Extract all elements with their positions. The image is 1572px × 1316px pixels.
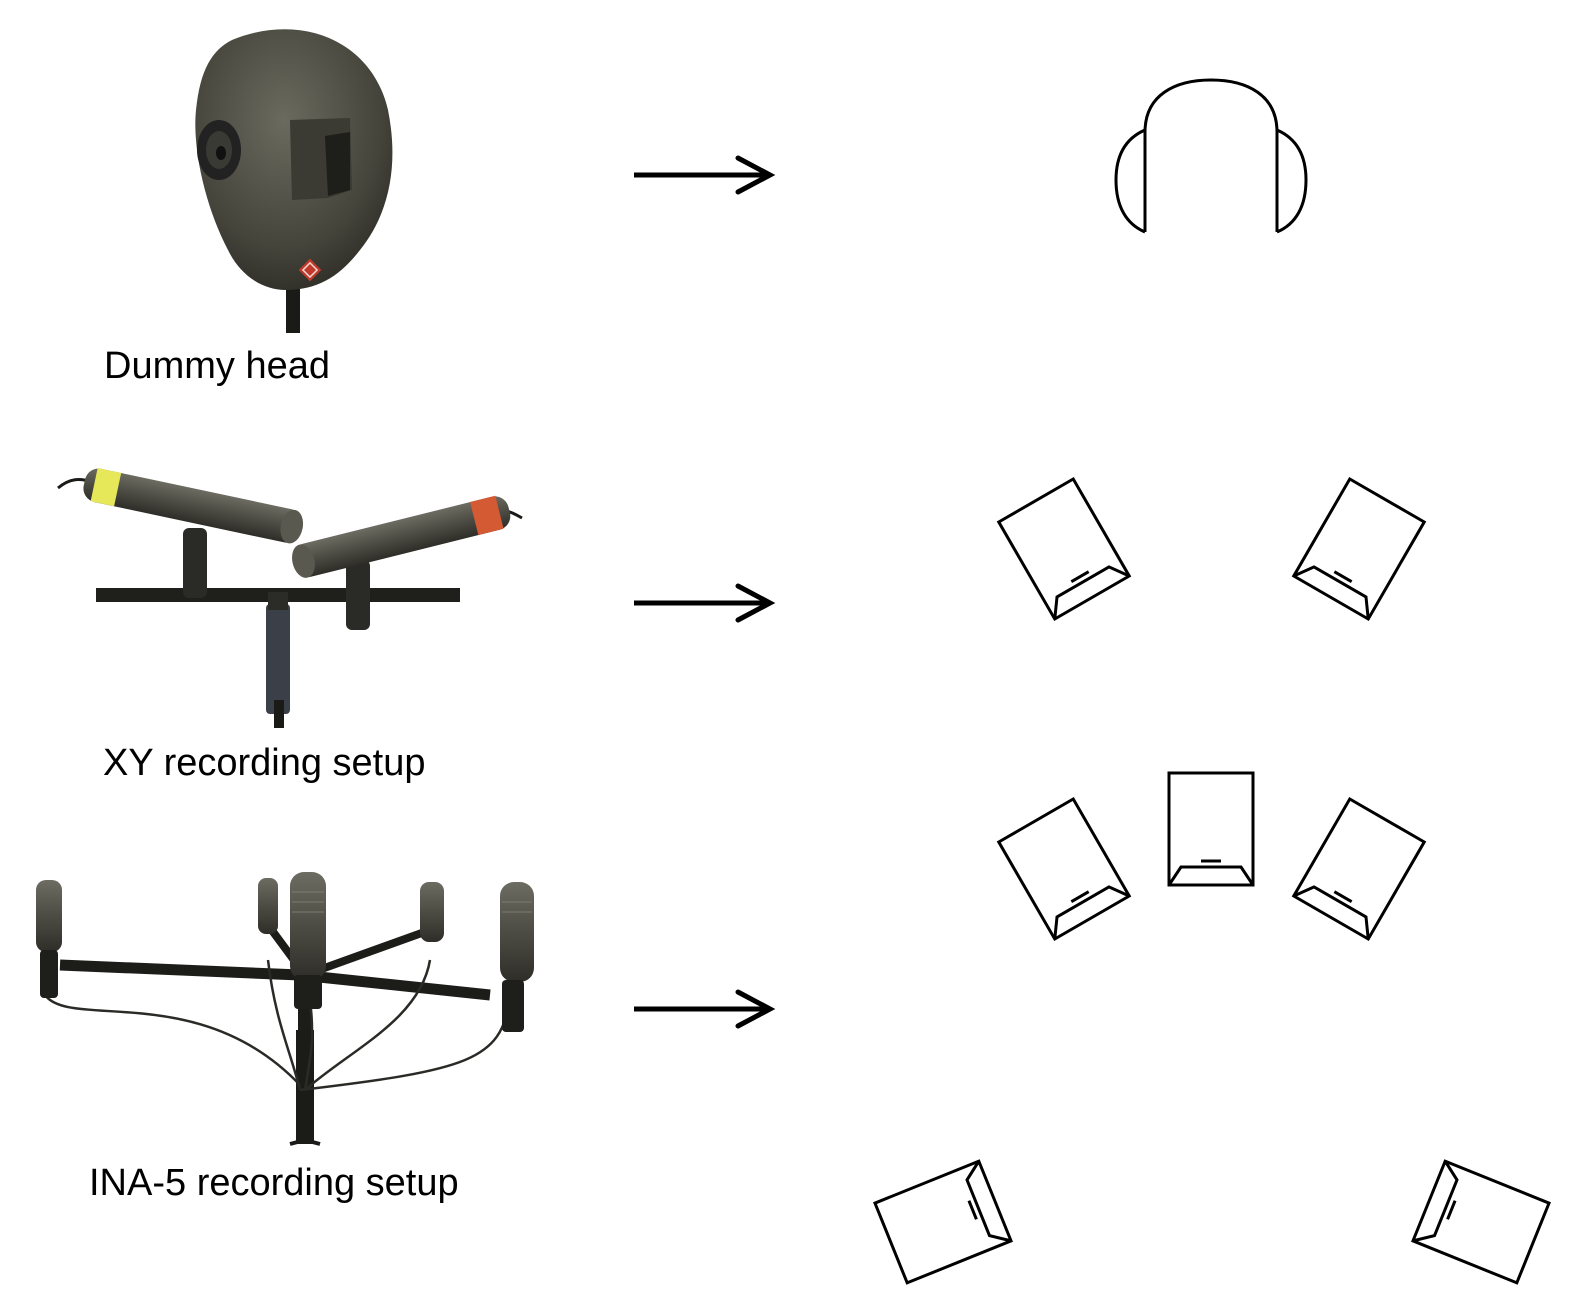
loudspeaker-icon bbox=[1291, 796, 1427, 942]
loudspeaker-icon bbox=[1411, 1159, 1551, 1285]
loudspeaker-icon bbox=[996, 476, 1132, 622]
loudspeaker-icon bbox=[1167, 771, 1255, 887]
xy-recording-setup-label: XY recording setup bbox=[103, 742, 426, 784]
arrow-right-icon bbox=[634, 583, 776, 623]
arrow-right-icon bbox=[634, 155, 776, 195]
ina5-recording-setup-label: INA-5 recording setup bbox=[89, 1162, 459, 1204]
loudspeaker-icon bbox=[873, 1159, 1013, 1285]
xy-microphone-photo bbox=[57, 467, 523, 728]
dummy-head-label: Dummy head bbox=[104, 345, 330, 387]
arrow-right-icon bbox=[634, 989, 776, 1029]
ina5-microphone-array-photo bbox=[36, 872, 534, 1146]
headphones-icon bbox=[1114, 78, 1308, 234]
loudspeaker-icon bbox=[1291, 476, 1427, 622]
dummy-head-photo bbox=[195, 29, 393, 333]
loudspeaker-icon bbox=[996, 796, 1132, 942]
